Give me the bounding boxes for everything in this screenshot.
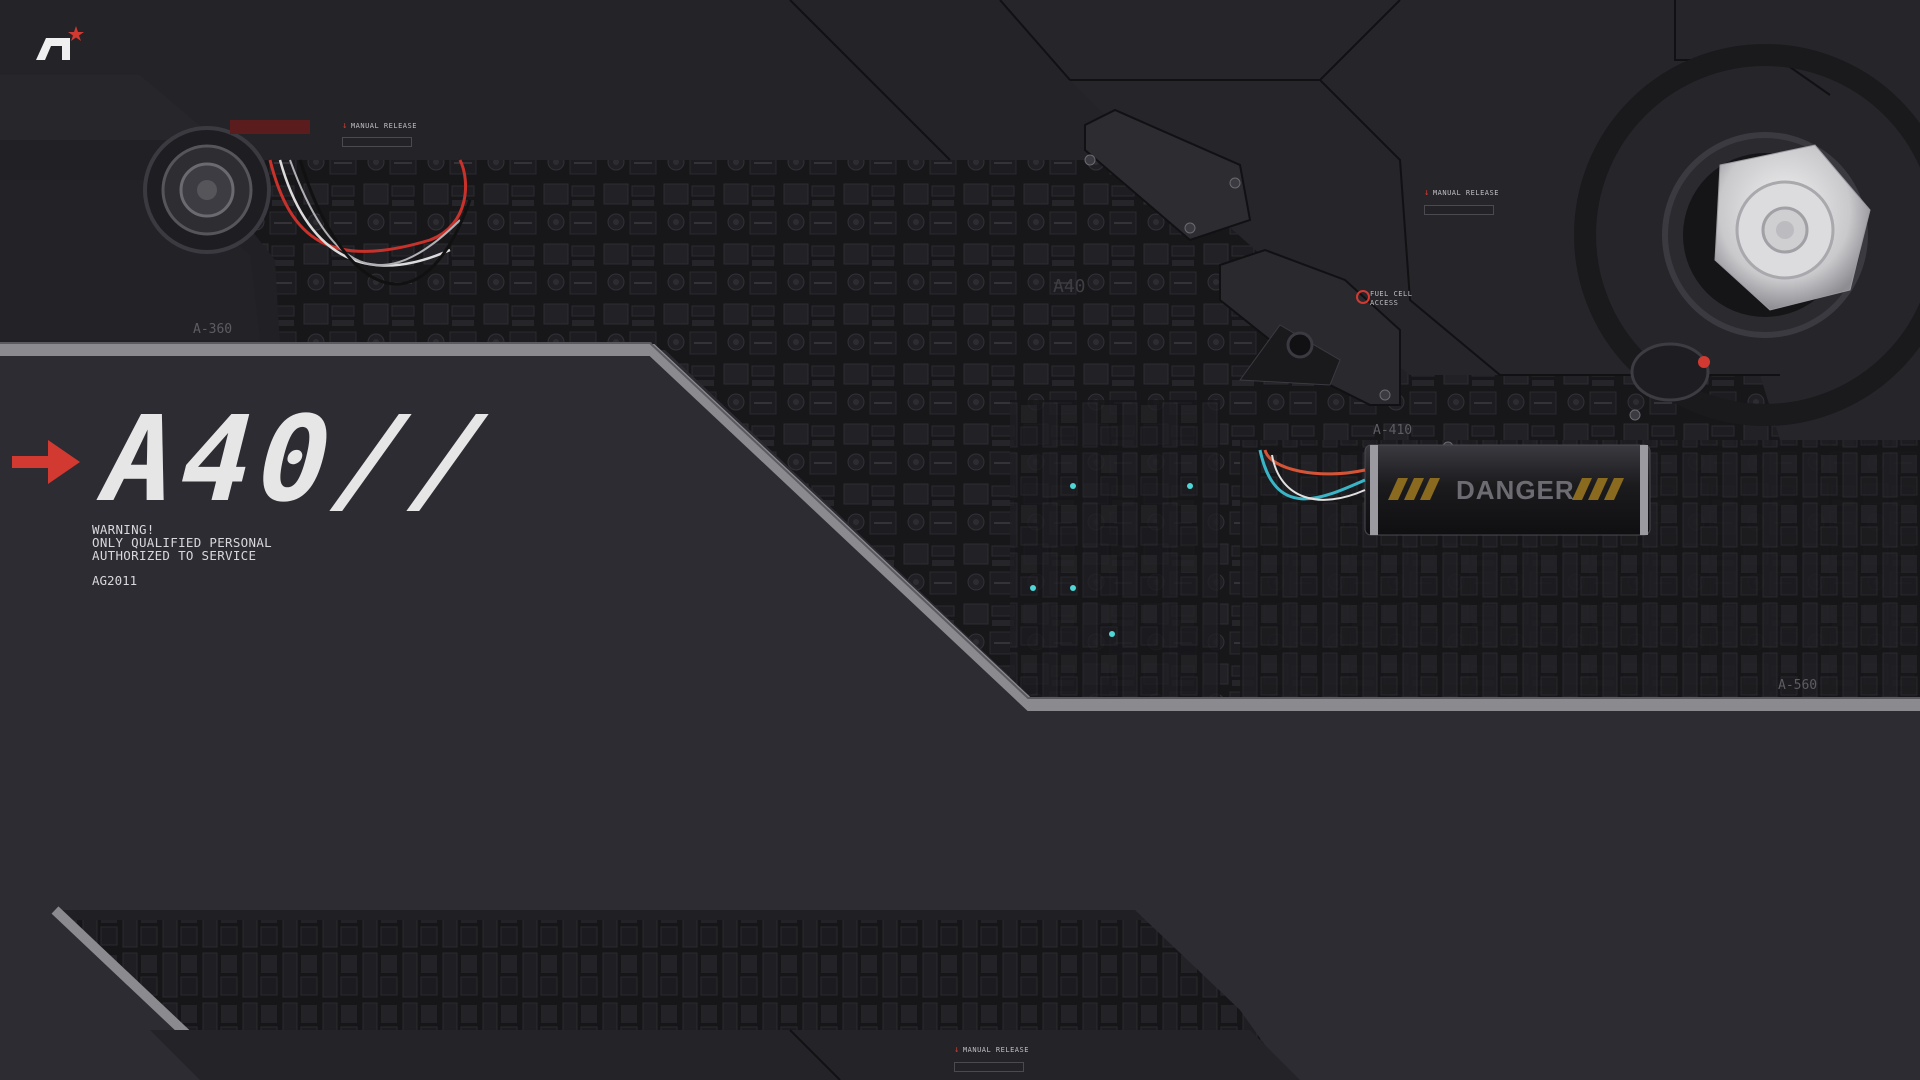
panel-tag-a410: A-410 [1373, 423, 1413, 438]
panel-stamp-a40: A40 [1053, 276, 1086, 297]
warning-line: WARNING! [92, 522, 155, 537]
manual-release-label-top-left: ↓MANUAL RELEASE [342, 121, 417, 131]
manual-release-label-right: ↓MANUAL RELEASE [1424, 188, 1499, 198]
arrow-down-icon: ↓ [1424, 188, 1430, 198]
arrow-right-icon [12, 440, 80, 484]
manual-release-slot [954, 1062, 1024, 1072]
arrow-down-icon: ↓ [954, 1045, 960, 1055]
manual-release-slot [1424, 205, 1494, 215]
panel-tag-a360: A-360 [193, 322, 233, 337]
hero-title: A40// [87, 390, 508, 528]
danger-label: DANGER [1456, 475, 1575, 505]
warning-text: WARNING! ONLY QUALIFIED PERSONAL AUTHORI… [92, 523, 272, 562]
manual-release-label-bottom: ↓MANUAL RELEASE [954, 1045, 1029, 1055]
arrow-down-icon: ↓ [342, 121, 348, 131]
astro-logo-icon [36, 26, 84, 60]
warning-line: AUTHORIZED TO SERVICE [92, 548, 257, 563]
fuel-cell-indicator-icon [1356, 290, 1370, 304]
fuel-cell-label: FUEL CELL ACCESS [1370, 290, 1413, 307]
panel-tag-a560: A-560 [1778, 678, 1818, 693]
model-code: AG2011 [92, 573, 138, 588]
warning-line: ONLY QUALIFIED PERSONAL [92, 535, 272, 550]
manual-release-slot [342, 137, 412, 147]
